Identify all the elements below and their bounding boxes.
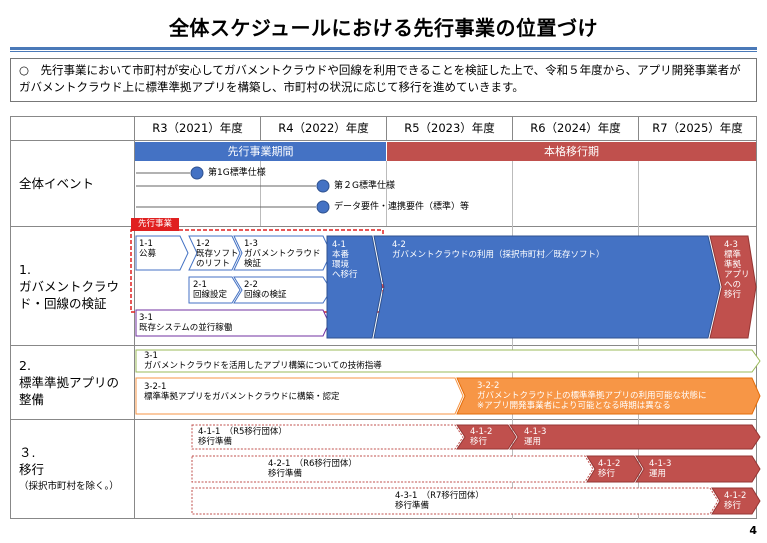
arrow-4-1 xyxy=(326,235,383,339)
page-number: 4 xyxy=(749,524,757,537)
pilot-tag: 先行事業 xyxy=(131,218,179,231)
arrow-m4-3-1 xyxy=(191,487,719,515)
chevron-1-3 xyxy=(233,235,332,271)
arrow-m4-1-2 xyxy=(456,424,517,450)
migration-period-bar: 本格移行期 xyxy=(387,142,756,161)
event-label-1: 第1G標準仕様 xyxy=(208,168,266,178)
chevron-2-2 xyxy=(233,276,332,304)
arrow-s3-2-1 xyxy=(135,377,464,415)
event-label-3: データ要件・連携要件（標準）等 xyxy=(334,202,470,212)
task-m4-1-1-label: 4-1-1 （R5移行団体）移行準備 xyxy=(198,427,287,447)
event-label-2: 第２G標準仕様 xyxy=(334,181,395,191)
row-label-standard-apps: 2.標準準拠アプリの整備 xyxy=(10,345,135,420)
event-marker-2 xyxy=(316,179,330,193)
event-marker-3 xyxy=(316,200,330,214)
arrow-s3-2-2 xyxy=(456,377,761,415)
arrow-m4-2-3 xyxy=(635,455,761,483)
arrow-m4-2-2 xyxy=(586,455,643,483)
page-title: 全体スケジュールにおける先行事業の位置づけ xyxy=(168,16,599,40)
pilot-period-bar: 先行事業期間 xyxy=(135,142,386,161)
chevron-1-2 xyxy=(188,235,241,271)
arrow-m4-1-1 xyxy=(191,424,464,450)
arrow-4-3 xyxy=(709,235,757,339)
title-rule-thin xyxy=(10,51,757,52)
arrow-4-2 xyxy=(373,235,721,339)
arrow-m4-2-1 xyxy=(191,455,594,483)
arrow-m4-3-2 xyxy=(711,487,761,515)
arrow-m4-1-3 xyxy=(509,424,761,450)
event-marker-1 xyxy=(190,166,204,180)
chevron-2-1 xyxy=(188,276,241,304)
summary-note: ○ 先行事業において市町村が安心してガバメントクラウドや回線を利用できることを検… xyxy=(10,58,757,102)
chevron-1-1 xyxy=(135,235,189,271)
task-m4-3-1-label: 4-3-1 （R7移行団体）移行準備 xyxy=(395,491,484,511)
task-m4-2-1-label: 4-2-1 （R6移行団体）移行準備 xyxy=(268,459,357,479)
title-rule xyxy=(10,47,757,50)
arrow-3-1 xyxy=(135,309,330,337)
arrow-s3-1 xyxy=(135,349,761,373)
